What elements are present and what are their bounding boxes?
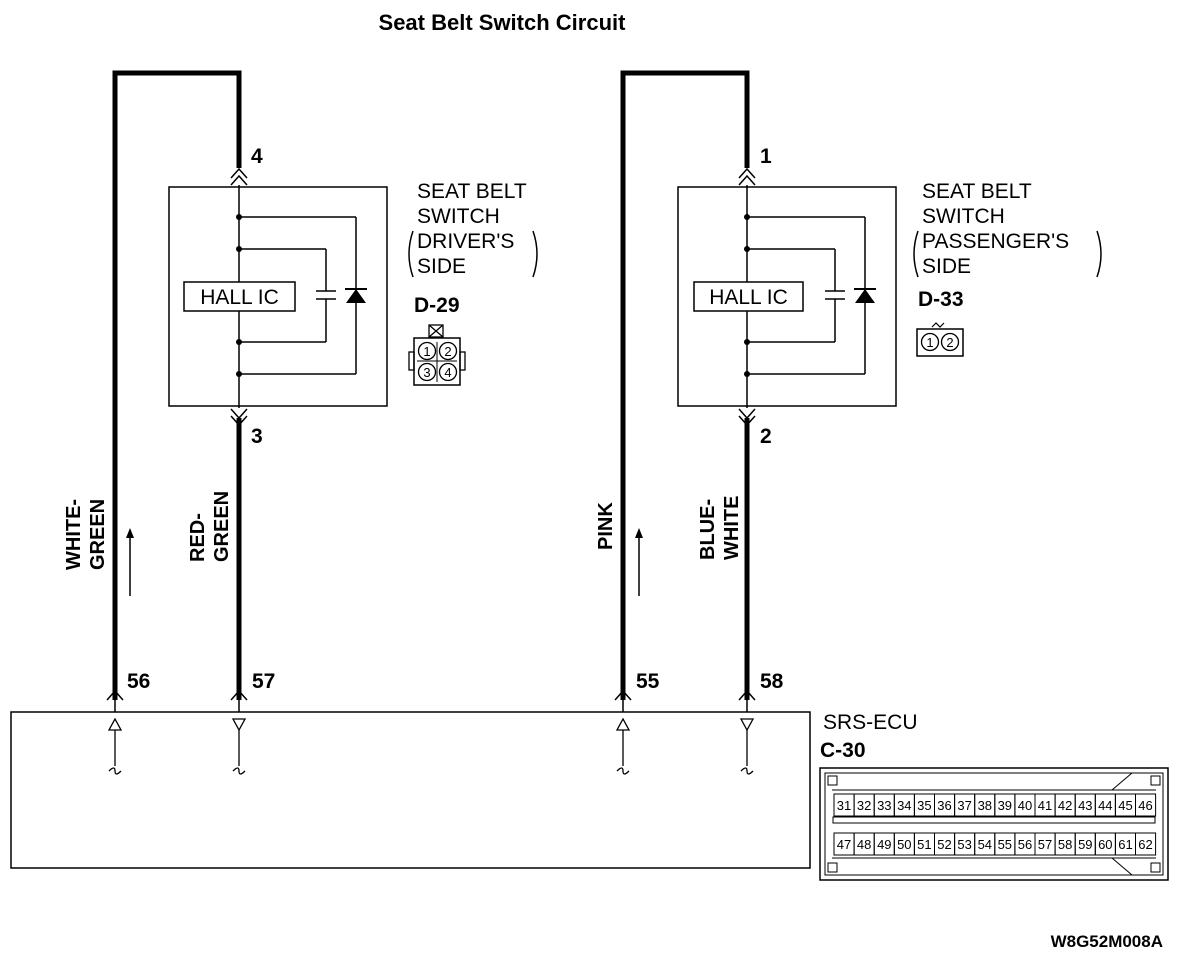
- driver-circuit: 4 3 HALL IC SEAT BELT SWITCH DRIVER'S SI…: [112, 70, 538, 700]
- svg-text:PASSENGER'S: PASSENGER'S: [922, 230, 1069, 253]
- connector-pin-label: 32: [857, 798, 871, 813]
- wire-labels: WHITE- GREEN RED- GREEN PINK BLUE- WHITE: [63, 491, 743, 596]
- wire-color-white-green-line2: GREEN: [87, 499, 109, 570]
- driver-pin-bottom: 3: [251, 425, 263, 448]
- connector-pin-label: 41: [1038, 798, 1052, 813]
- connector-pin-label: 54: [978, 837, 992, 852]
- svg-text:4: 4: [444, 365, 451, 380]
- passenger-hall-ic-label: HALL IC: [709, 286, 788, 309]
- connector-pin-label: 40: [1018, 798, 1032, 813]
- ecu-pin-57: 57: [252, 670, 275, 693]
- current-arrow-passenger: [635, 528, 643, 596]
- current-arrow-driver: [126, 528, 134, 596]
- connector-pin-label: 43: [1078, 798, 1092, 813]
- passenger-connector-id: D-33: [918, 288, 964, 311]
- connector-pin-label: 48: [857, 837, 871, 852]
- svg-text:SEAT BELT: SEAT BELT: [417, 180, 527, 203]
- connector-pin-label: 60: [1098, 837, 1112, 852]
- connector-pin-label: 42: [1058, 798, 1072, 813]
- passenger-pin-top: 1: [760, 145, 772, 168]
- connector-pin-label: 53: [957, 837, 971, 852]
- connector-pin-label: 36: [937, 798, 951, 813]
- connector-pin-label: 58: [1058, 837, 1072, 852]
- svg-text:SWITCH: SWITCH: [417, 205, 500, 228]
- connector-pin-label: 57: [1038, 837, 1052, 852]
- svg-text:DRIVER'S: DRIVER'S: [417, 230, 514, 253]
- svg-text:SEAT BELT: SEAT BELT: [922, 180, 1032, 203]
- passenger-pin-bottom: 2: [760, 425, 772, 448]
- svg-text:SIDE: SIDE: [922, 255, 971, 278]
- connector-pin-label: 31: [837, 798, 851, 813]
- connector-cell: [1135, 793, 1157, 817]
- ecu-connector-id: C-30: [820, 739, 866, 762]
- ecu-connector-row-top: 31 32 33 34 35 36 37 38 39 40 41 42 43 44 45 46: [833, 793, 1157, 817]
- connector-pin-label: 52: [937, 837, 951, 852]
- connector-pin-label: 61: [1118, 837, 1132, 852]
- ecu-pin-56: 56: [127, 670, 150, 693]
- passenger-switch-box: [677, 186, 897, 407]
- wire-color-red-green-line2: GREEN: [211, 491, 233, 562]
- passenger-switch-name: SEAT BELT SWITCH PASSENGER'S SIDE: [913, 180, 1102, 278]
- connector-pin-label: 33: [877, 798, 891, 813]
- connector-pin-label: 56: [1018, 837, 1032, 852]
- svg-text:SIDE: SIDE: [417, 255, 466, 278]
- passenger-hall-ic: [693, 281, 804, 312]
- connector-pin-label: 47: [837, 837, 851, 852]
- srs-ecu: 56 57 55 58 SRS-ECU C-30: [10, 670, 918, 869]
- connector-cell: [1135, 832, 1157, 856]
- connector-pin-label: 44: [1098, 798, 1112, 813]
- driver-switch-name: SEAT BELT SWITCH DRIVER'S SIDE: [408, 180, 538, 278]
- passenger-circuit: 1 2 HALL IC SEAT BELT SWITCH PASSENGER'S…: [620, 70, 1102, 700]
- wire-color-blue-white-line1: BLUE-: [697, 499, 719, 560]
- ecu-connector-face: 31 32 33 34 35 36 37 38 39 40 41 42 43 44 45 46 47 48 49 5…: [819, 767, 1169, 881]
- driver-hall-ic-label: HALL IC: [200, 286, 279, 309]
- figure-code: W8G52M008A: [1051, 932, 1163, 951]
- driver-loop-wire: [112, 70, 242, 700]
- ecu-box: [10, 711, 811, 869]
- passenger-connector-face: 1 2: [916, 322, 964, 357]
- ecu-connector-row-bottom: 47 48 49 50 51 52 53 54 55 56 57 58 59 60 61 62: [833, 832, 1157, 856]
- connector-pin-label: 35: [917, 798, 931, 813]
- svg-text:2: 2: [444, 344, 451, 359]
- ecu-name: SRS-ECU: [823, 711, 918, 734]
- wire-color-blue-white-line2: WHITE: [721, 496, 743, 560]
- connector-pin-label: 38: [978, 798, 992, 813]
- svg-text:1: 1: [423, 344, 430, 359]
- svg-text:1: 1: [926, 335, 933, 350]
- driver-hall-ic: [183, 281, 296, 312]
- wire-color-white-green-line1: WHITE-: [63, 499, 85, 570]
- wire-color-red-green-line1: RED-: [187, 513, 209, 562]
- connector-pin-label: 51: [917, 837, 931, 852]
- connector-pin-label: 59: [1078, 837, 1092, 852]
- driver-switch-box: [168, 186, 388, 407]
- connector-pin-label: 50: [897, 837, 911, 852]
- connector-pin-label: 55: [998, 837, 1012, 852]
- driver-connector-face: 1 2 3 4: [408, 324, 466, 386]
- connector-pin-label: 45: [1118, 798, 1132, 813]
- wire-color-pink: PINK: [595, 502, 617, 550]
- passenger-loop-wire: [620, 70, 750, 700]
- ecu-pin-58: 58: [760, 670, 784, 693]
- svg-text:2: 2: [946, 335, 953, 350]
- connector-pin-label: 49: [877, 837, 891, 852]
- connector-pin-label: 46: [1138, 798, 1152, 813]
- connector-pin-label: 34: [897, 798, 911, 813]
- svg-text:3: 3: [423, 365, 430, 380]
- diagram-title: Seat Belt Switch Circuit: [379, 10, 627, 35]
- driver-connector-id: D-29: [414, 294, 460, 317]
- connector-pin-label: 62: [1138, 837, 1152, 852]
- connector-pin-label: 37: [957, 798, 971, 813]
- svg-text:SWITCH: SWITCH: [922, 205, 1005, 228]
- connector-pin-label: 39: [998, 798, 1012, 813]
- ecu-pin-55: 55: [636, 670, 660, 693]
- driver-pin-top: 4: [251, 145, 263, 168]
